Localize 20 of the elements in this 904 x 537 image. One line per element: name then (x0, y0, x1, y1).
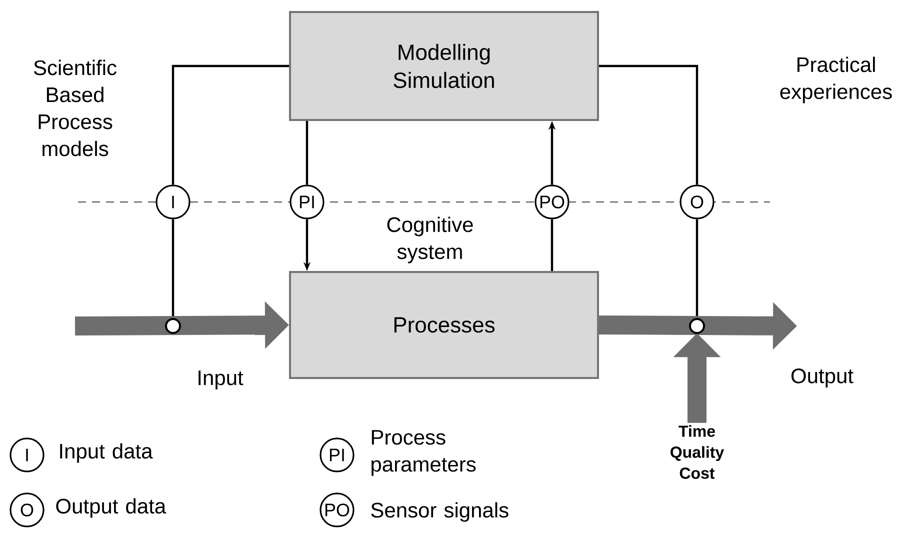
edge-label: Output (789, 367, 855, 388)
annotation-text: Practical experiences (780, 56, 892, 104)
legend-text: Output data (56, 498, 166, 518)
legend-text: Process parameters (372, 430, 476, 476)
legend-text: Sensor signals (371, 502, 508, 522)
connector-line (696, 219, 698, 319)
edge-label: Input (196, 370, 244, 390)
connector-line (550, 219, 554, 271)
process-box: Processes (289, 270, 599, 379)
junction-dot (689, 318, 705, 334)
connector-line (306, 121, 308, 185)
connector-line (172, 64, 289, 185)
process-box: Modelling Simulation (289, 11, 599, 121)
connector-line (172, 219, 174, 319)
annotation-text: Scientific Based Process models (34, 60, 116, 156)
annotation-text: Cognitive system (387, 216, 473, 264)
connector-line (599, 64, 698, 185)
legend-text: Input data (60, 443, 153, 463)
junction-dot (165, 318, 181, 334)
criteria-text: Time Quality Cost (670, 425, 724, 479)
